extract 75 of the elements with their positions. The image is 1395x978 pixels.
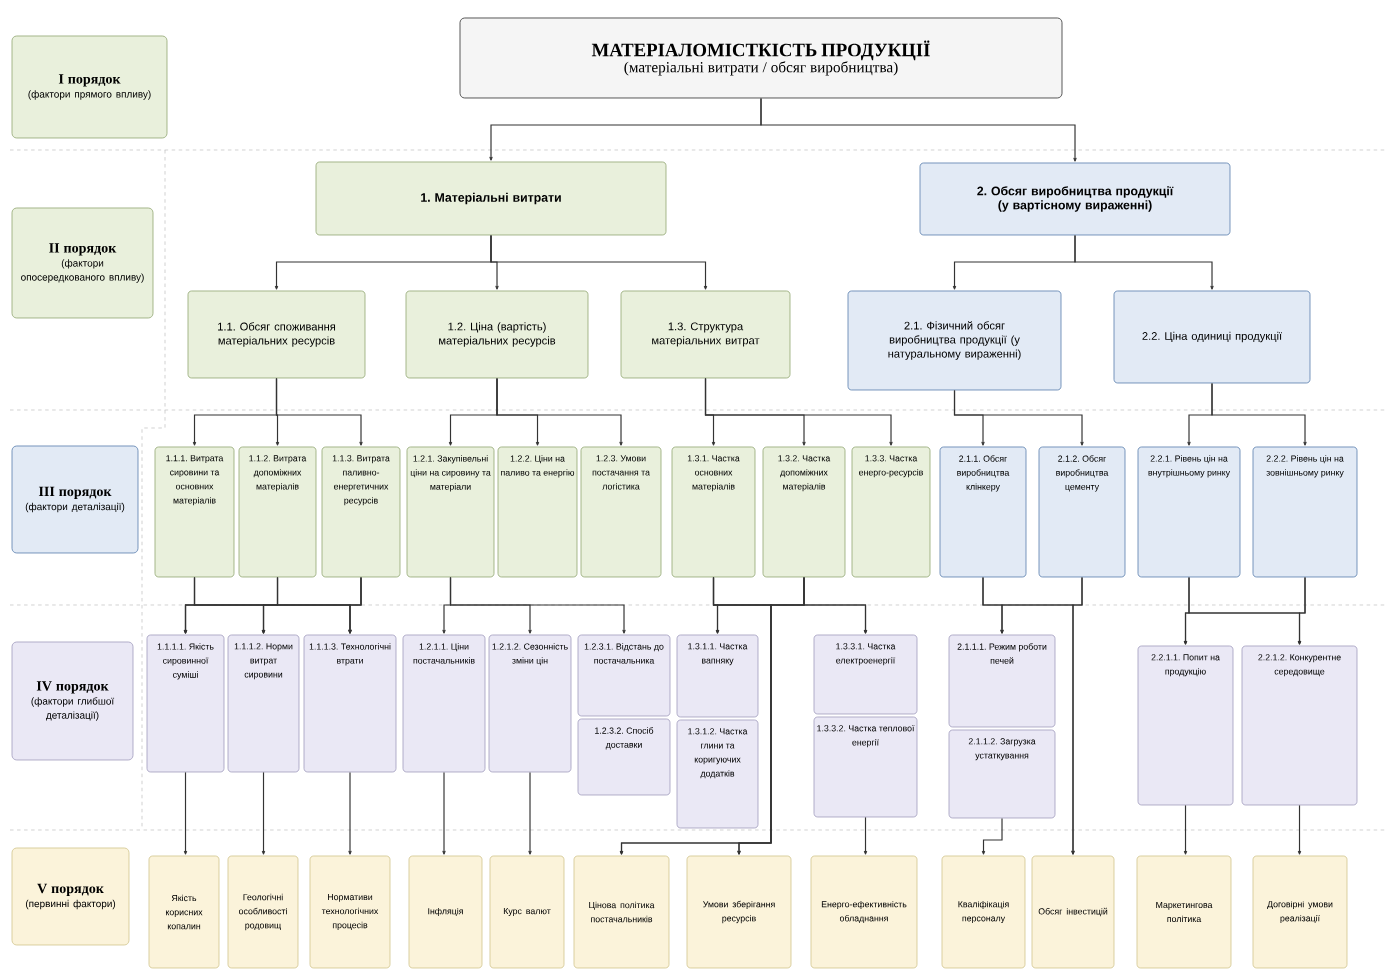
factor-box: 1.3.1.2. Частка глини та коригуючих додатків: [676, 719, 759, 829]
arrow: [275, 377, 363, 446]
level-label-box: V порядок (первинні фактори): [11, 847, 130, 946]
arrow: [1297, 804, 1302, 855]
arrow: [953, 389, 1084, 446]
arrow: [704, 377, 893, 446]
factor-box: 1.1.2. Витрата допоміжних матеріалів: [238, 446, 317, 578]
factor-box: Енерго-ефективність обладнання: [810, 855, 918, 969]
level-label-box: I порядок (фактори прямого впливу): [11, 35, 168, 139]
level-label-box: II порядок (фактори опосередкованого впливу): [11, 207, 154, 319]
factor-box: 1.3.1. Частка основних матеріалів: [671, 446, 756, 578]
factor-box: 1.2.2. Ціни на паливо та енергію: [497, 446, 578, 578]
factor-box: Договірні умови реалізації: [1252, 855, 1348, 969]
arrow: [348, 771, 352, 855]
arrow: [183, 771, 188, 855]
factor-box: 2.1.1. Обсяг виробництва клінкеру: [939, 446, 1027, 578]
arrow: [490, 234, 708, 290]
factor-box: 2.2.1.1. Попит на продукцію: [1137, 645, 1234, 806]
arrow: [863, 816, 868, 855]
factor-box: 1.3.3. Частка енерго-ресурсів: [851, 446, 931, 578]
factor-box: 2.1. Фізичний обсяг виробництва продукції (у натуральному вираженні): [847, 290, 1062, 391]
factor-box: 2.2.2. Рівень цін на зовнішньому ринку: [1252, 446, 1358, 578]
factor-box: 2.1.1.1. Режим роботи печей: [948, 634, 1056, 728]
arrow: [528, 771, 532, 855]
level-label-box: III порядок (фактори деталізації): [11, 445, 139, 554]
arrow: [449, 576, 626, 634]
factor-box: 1.3.1.1. Частка вапняку: [676, 634, 759, 718]
factor-box: 2.2. Ціна одиниці продукції: [1113, 290, 1311, 384]
factor-box: Маркетингова політика: [1136, 855, 1232, 969]
level-label-box: IV порядок (фактори глибшої деталізації): [11, 641, 134, 761]
arrow: [348, 576, 362, 634]
factor-box: 1.3.3.1. Частка електроенергії: [813, 634, 918, 715]
factor-box: 2.2.1. Рівень цін на внутрішньому ринку: [1137, 446, 1241, 578]
factor-box: Обсяг інвестицій: [1031, 855, 1115, 969]
arrow: [1074, 234, 1214, 290]
factor-box: 1.1.1.1. Якість сировинної суміші: [146, 634, 225, 773]
arrow: [1183, 804, 1188, 855]
factor-box: 1.1.1.3. Технологічні втрати: [303, 634, 397, 773]
factor-box: 1.2.1. Закупівельні ціни на сировину та матеріали: [406, 446, 495, 578]
factor-box: 1. Матеріальні витрати: [315, 161, 667, 236]
factor-box: 1.3.2. Частка допоміжних матеріалів: [762, 446, 846, 578]
factor-box: Кваліфікація персоналу: [941, 855, 1026, 969]
factor-box: 2.1.2. Обсяг виробництва цементу: [1038, 446, 1126, 578]
factor-box: Інфляція: [408, 855, 483, 969]
arrow: [1071, 576, 1083, 855]
arrow: [261, 771, 266, 855]
factor-box: 1.1.3. Витрата паливно-енергетичних ресурсів: [321, 446, 401, 578]
factor-box: 2. Обсяг виробництва продукції (у вартісному вираженні): [919, 162, 1231, 236]
factor-box: Умови зберігання ресурсів: [686, 855, 792, 969]
factor-box: 1.2.1.1. Ціни постачальників: [402, 634, 486, 773]
arrow: [496, 377, 623, 446]
factor-box: 2.1.1.2. Загрузка устаткування: [948, 729, 1056, 819]
arrow: [981, 817, 1003, 855]
factor-box: 1.1.1. Витрата сировини та основних матеріалів: [154, 446, 235, 578]
factor-box: 1.2.3. Умови постачання та логістика: [580, 446, 662, 578]
factor-box: Якість корисних копалин: [148, 855, 220, 969]
factor-box: Геологічні особливості родовищ: [227, 855, 299, 969]
factor-box: Цінова політика постачальників: [573, 855, 670, 969]
factor-box: 2.2.1.2. Конкурентне середовище: [1241, 645, 1358, 806]
factor-box: 1.2.3.2. Спосіб доставки: [577, 718, 671, 796]
factor-box: 1.2. Ціна (вартість) матеріальних ресурсів: [405, 290, 589, 379]
arrow: [1211, 382, 1307, 446]
factor-box: 1.2.3.1. Відстань до постачальника: [577, 634, 671, 717]
factor-box: 1.3. Структура матеріальних витрат: [620, 290, 791, 379]
factor-box: Курс валют: [489, 855, 565, 969]
factor-box: 1.1.1.2. Норми витрат сировини: [227, 634, 300, 773]
arrow: [737, 576, 805, 855]
title-box: МАТЕРІАЛОМІСТКІСТЬ ПРОДУКЦІЇ (матеріальні витрати / обсяг виробництва): [459, 17, 1063, 99]
factor-box: 1.2.1.2. Сезонність зміни цін: [488, 634, 572, 773]
factor-box: 1.1. Обсяг споживання матеріальних ресурсів: [187, 290, 366, 379]
arrow: [442, 771, 446, 855]
factor-box: 1.3.3.2. Частка теплової енергії: [813, 716, 918, 818]
arrow: [1297, 576, 1306, 645]
factor-box: Нормативи технологічних процесів: [309, 855, 391, 969]
arrow: [760, 97, 1077, 162]
